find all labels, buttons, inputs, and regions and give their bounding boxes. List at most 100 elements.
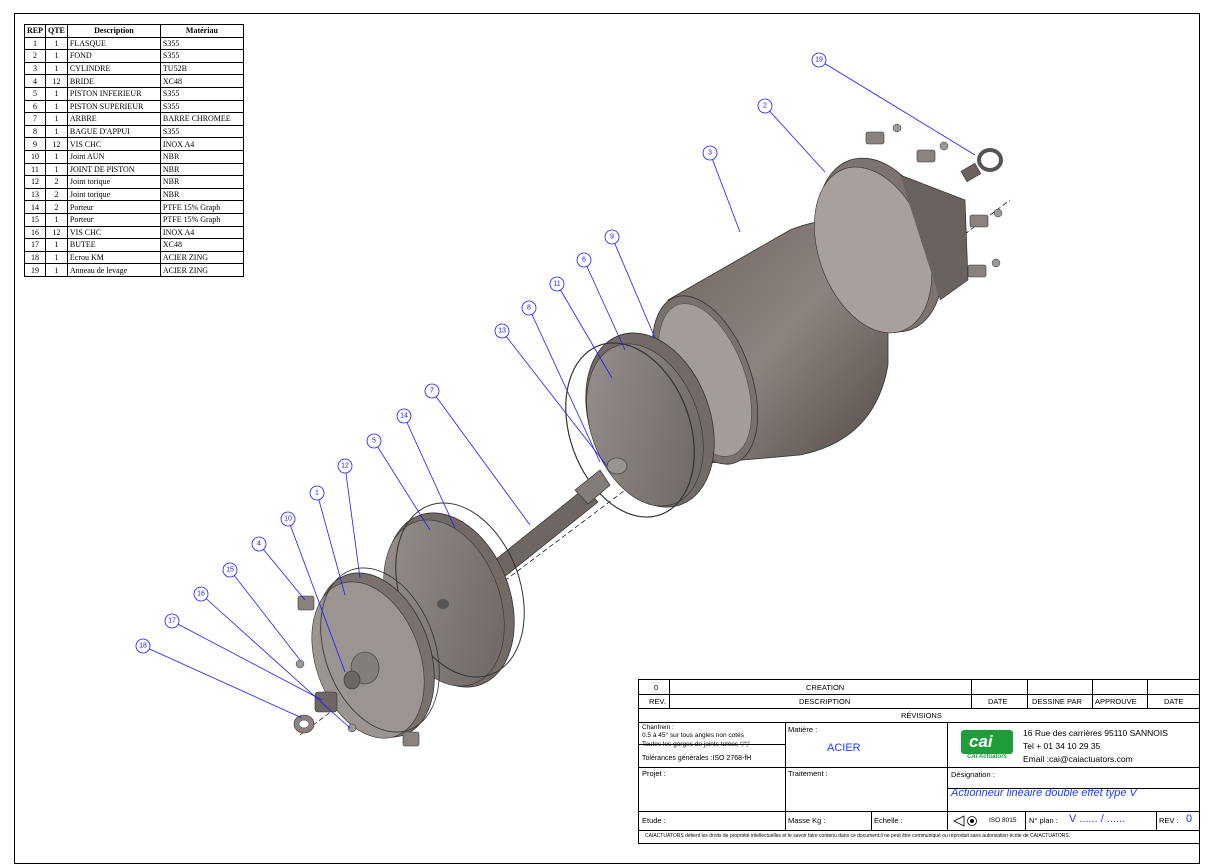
copyright-notice: CAIACTUATORS détient les droits de propr… xyxy=(645,833,1071,839)
iso-label: ISO 8015 xyxy=(989,817,1017,824)
leader-line xyxy=(709,152,741,233)
bom-cell-mat: ACIER ZING xyxy=(159,263,244,277)
chanfrein-label: Chanfrein : xyxy=(642,724,674,731)
balloon-circle xyxy=(251,536,267,552)
balloon-circle xyxy=(164,613,180,629)
balloon-label: 2 xyxy=(763,103,767,110)
balloon-circle xyxy=(222,562,238,578)
balloon-circle xyxy=(494,323,510,339)
balloon-label: 8 xyxy=(527,305,531,312)
balloon-label: 10 xyxy=(284,516,292,523)
balloon-circle xyxy=(811,52,827,68)
end-cap-part xyxy=(814,157,969,334)
balloon-circle xyxy=(366,433,382,449)
lifting-eye-part xyxy=(960,148,1003,183)
shaft-part xyxy=(484,469,611,583)
traitement-label: Traitement : xyxy=(788,769,828,778)
tolerances-text: Tolérances générales :ISO 2768-fH xyxy=(642,755,752,762)
balloon-circle xyxy=(309,485,325,501)
balloon-label: 9 xyxy=(610,234,614,241)
rev-label: REV : xyxy=(1159,816,1179,825)
matiere-label: Matière : xyxy=(788,725,818,734)
balloon-label: 18 xyxy=(139,643,147,650)
balloon-circle xyxy=(280,511,296,527)
chanfrein-text: 0.5 à 45° sur tous angles non cotés xyxy=(642,732,744,739)
leader-line xyxy=(403,415,456,529)
balloon-circle xyxy=(576,252,592,268)
bom-cell-rep: 9 xyxy=(24,137,46,151)
upper-piston-part xyxy=(565,332,715,518)
bom-cell-rep: 14 xyxy=(24,200,46,214)
balloon-label: 5 xyxy=(372,438,376,445)
company-phone: Tel + 01 34 10 29 35 xyxy=(1023,741,1101,751)
title-block: 0 CREATION REV. DESCRIPTION DATE DESSINE… xyxy=(638,679,1200,844)
balloon-circle xyxy=(135,638,151,654)
flange-part xyxy=(311,567,440,739)
bom-cell-mat: INOX A4 xyxy=(159,225,244,240)
balloon-label: 7 xyxy=(430,388,434,395)
leader-line xyxy=(171,620,323,701)
leader-line xyxy=(373,440,431,531)
balloon-label: 11 xyxy=(553,281,560,288)
rev-header: REV. xyxy=(649,697,666,706)
balloon-circle xyxy=(702,145,718,161)
drawing-frame xyxy=(14,13,1200,864)
approuve-header: APPROUVE xyxy=(1095,697,1137,706)
balloon-circle xyxy=(424,383,440,399)
leader-line xyxy=(764,105,826,173)
balloon-label: 19 xyxy=(815,57,823,64)
dessine-par-header: DESSINE PAR xyxy=(1032,697,1082,706)
gorges-text: Toutes les gorges de joints tolées ▽▽ xyxy=(642,741,750,748)
description-header: DESCRIPTION xyxy=(799,697,851,706)
balloon-label: 14 xyxy=(400,413,408,420)
leader-line xyxy=(344,465,361,579)
lower-hardware xyxy=(293,595,420,747)
balloon-circle xyxy=(757,98,773,114)
balloon-label: 15 xyxy=(226,567,234,574)
leader-line xyxy=(818,59,976,156)
leader-line xyxy=(583,259,626,351)
bom-cell-rep: 19 xyxy=(24,263,46,277)
company-address: 16 Rue des carrières 95110 SANNOIS xyxy=(1023,728,1168,738)
balloon-circle xyxy=(396,408,412,424)
designation-value: Actionneur linéaire double effet type V xyxy=(951,787,1137,799)
bom-cell-qte: 1 xyxy=(45,263,68,277)
end-cap-hardware xyxy=(865,123,1003,278)
leader-line xyxy=(431,390,531,526)
no-plan-value: V ...... / ...... xyxy=(1069,813,1126,825)
projet-label: Projet : xyxy=(642,769,666,778)
date2-header: DATE xyxy=(1164,697,1184,706)
rev-value: 0 xyxy=(1186,813,1193,825)
revisions-label: RÉVISIONS xyxy=(901,711,942,720)
leader-line xyxy=(528,307,601,463)
balloon-label: 12 xyxy=(341,463,349,470)
balloon-label: 16 xyxy=(197,591,205,598)
balloon-label: 4 xyxy=(257,541,261,548)
projection-symbol-icon xyxy=(953,815,977,827)
balloon-label: 3 xyxy=(708,150,712,157)
balloon-circle xyxy=(521,300,537,316)
leader-line xyxy=(316,492,346,596)
leader-line xyxy=(501,330,608,467)
masse-label: Masse Kg : xyxy=(788,816,826,825)
creation-label: CREATION xyxy=(806,683,845,692)
no-plan-label: N° plan : xyxy=(1029,816,1058,825)
balloon-label: 1 xyxy=(315,490,319,497)
leader-line xyxy=(556,283,613,379)
leader-line xyxy=(258,543,306,601)
bom-header-row: REP QTE Description Matériau xyxy=(24,24,244,38)
leader-line xyxy=(200,593,351,729)
